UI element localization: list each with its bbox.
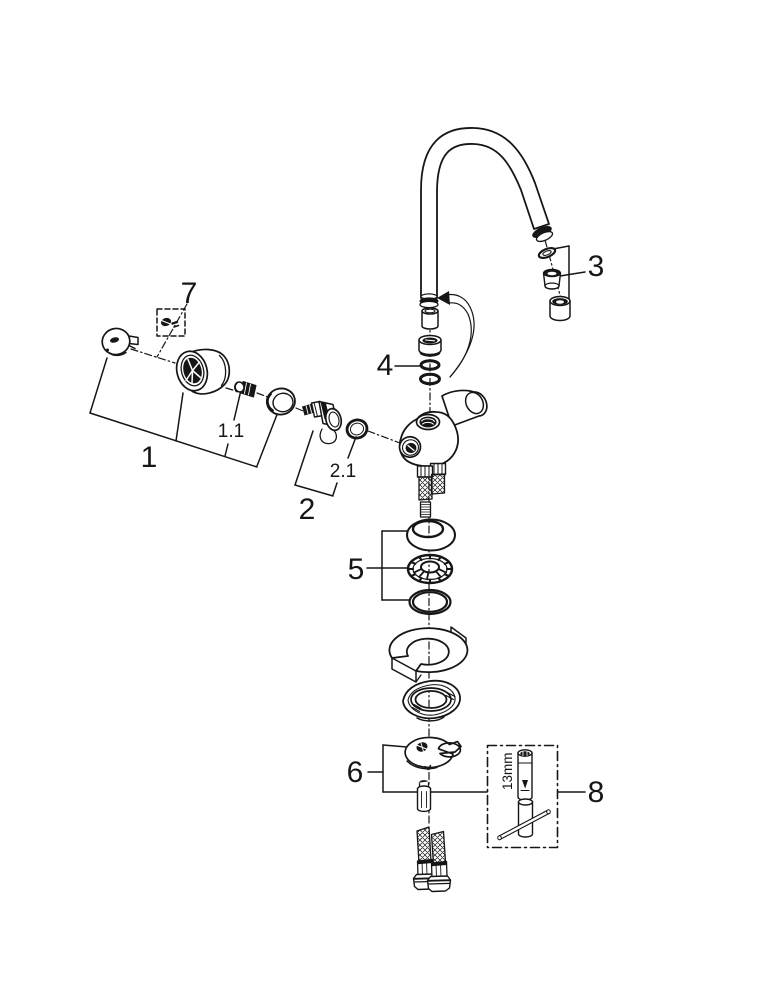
part8-tool-box: 13mm: [486, 744, 559, 849]
body-hoses: [416, 462, 447, 518]
escutcheon-ring: [406, 518, 456, 552]
t-handle-tool: [497, 798, 551, 841]
part6-mounting-set: [404, 736, 462, 813]
sink-deck-cutaway: [388, 626, 469, 683]
body-spout-socket: [415, 413, 441, 431]
callout-brackets: [89, 245, 586, 793]
callout-2-1: 2.1: [330, 461, 356, 482]
supply-hoses: [412, 826, 452, 893]
spout-sleeve: [421, 307, 439, 330]
part5-base-ring-set: [406, 518, 456, 616]
o-ring-lower: [419, 372, 441, 386]
base-o-ring: [408, 588, 452, 616]
screw-1-1: [234, 381, 257, 398]
rotation-arrow: [437, 291, 475, 378]
body-cartridge-port: [398, 435, 422, 459]
hose-collar-left: [416, 858, 434, 877]
mounting-nut: [416, 780, 432, 813]
part7-fixing-screw: [156, 308, 186, 337]
connection-nut: [418, 334, 442, 357]
spout: [419, 127, 554, 309]
part2-cartridge: [302, 400, 369, 445]
handle-cone: [175, 348, 231, 395]
o-ring-2-1: [345, 418, 369, 440]
tool-size-label: 13mm: [500, 752, 515, 790]
callout-6: 6: [347, 756, 364, 789]
part3-aerator-set: [537, 246, 571, 322]
faucet-body: [398, 389, 488, 468]
callout-5: 5: [348, 553, 365, 586]
callout-2: 2: [299, 493, 316, 526]
body-lever: [441, 389, 488, 427]
aerator-insert: [542, 268, 562, 290]
threaded-stud: [419, 501, 432, 518]
trim-ring: [265, 387, 296, 416]
mounting-flange: [402, 679, 461, 722]
bearing-ring: [406, 553, 454, 585]
callout-1-1: 1.1: [218, 421, 244, 442]
o-ring-upper: [419, 359, 441, 371]
aerator-housing: [549, 295, 571, 322]
callout-7: 7: [181, 277, 198, 310]
center-axis-lines: [130, 239, 567, 827]
c-washer: [404, 736, 462, 771]
socket-13mm: [517, 749, 533, 801]
aerator-washer: [537, 246, 557, 260]
handle-cap: [101, 327, 139, 357]
part1-handle-assembly: [101, 327, 296, 416]
callout-4: 4: [377, 349, 394, 382]
callout-labels: 1 1.1 2 2.1 3 4 5 6 7 8: [141, 250, 605, 809]
part4-spout-seal-stack: [418, 307, 442, 386]
callout-3: 3: [588, 250, 605, 283]
hose-nut-right: [426, 875, 452, 893]
callout-8: 8: [588, 776, 605, 809]
callout-1: 1: [141, 441, 158, 474]
